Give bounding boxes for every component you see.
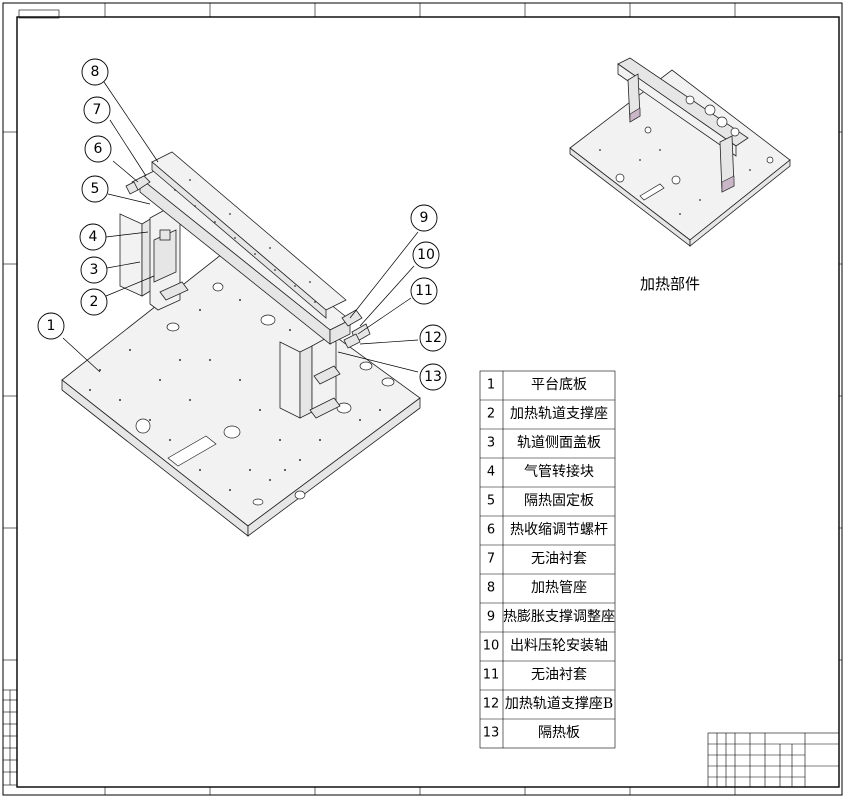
bom-row: 13 隔热板 <box>483 725 580 741</box>
bom-row: 11 无油衬套 <box>483 667 587 683</box>
balloon-13: 13 <box>419 363 447 391</box>
bom-row-name: 无油衬套 <box>531 551 587 567</box>
balloon-leaders <box>62 81 419 373</box>
bom-row-name: 轨道侧面盖板 <box>517 435 601 451</box>
bom-row-name: 热膨胀支撑调整座 <box>503 608 615 625</box>
bom-row: 9 热膨胀支撑调整座 <box>487 608 615 625</box>
heating-assembly-preview <box>569 57 791 247</box>
bom-row-number: 4 <box>487 465 495 480</box>
balloon-2-number: 2 <box>90 294 99 310</box>
plate-dot-pattern <box>89 299 381 491</box>
bom-row-number: 7 <box>487 552 495 567</box>
balloon-13-number: 13 <box>424 369 442 385</box>
balloon-5: 5 <box>81 175 109 203</box>
bom-row: 8 加热管座 <box>487 580 587 596</box>
bom-row: 12 加热轨道支撑座B <box>483 696 613 712</box>
bom-row-number: 9 <box>487 610 495 625</box>
bom-row: 10 出料压轮安装轴 <box>483 638 608 654</box>
bom-row: 7 无油衬套 <box>487 551 587 567</box>
balloon-7-number: 7 <box>93 102 102 118</box>
balloon-10: 10 <box>412 241 440 269</box>
bom-row-name: 加热轨道支撑座 <box>510 406 608 422</box>
bom-row-number: 6 <box>487 523 495 538</box>
bom-row-number: 10 <box>483 639 500 654</box>
bom-row-name: 气管转接块 <box>524 463 594 480</box>
bom-row: 3 轨道侧面盖板 <box>487 435 601 451</box>
balloon-8-number: 8 <box>91 64 100 80</box>
bom-row: 4 气管转接块 <box>487 463 594 480</box>
balloon-9-number: 9 <box>420 210 429 226</box>
bom-row-name: 平台底板 <box>531 377 587 393</box>
balloon-4-number: 4 <box>89 229 98 245</box>
balloon-1-number: 1 <box>47 318 56 334</box>
bom-row-number: 3 <box>487 436 495 451</box>
balloon-6: 6 <box>84 135 112 163</box>
bom-row: 1 平台底板 <box>487 377 587 393</box>
bom-row-name: 热收缩调节螺杆 <box>510 522 608 538</box>
bom-row-name: 隔热固定板 <box>524 493 594 509</box>
balloon-10-number: 10 <box>417 247 435 263</box>
balloon-9: 9 <box>410 204 438 232</box>
balloon-3: 3 <box>80 256 108 284</box>
balloon-12: 12 <box>419 324 447 352</box>
bom-row: 6 热收缩调节螺杆 <box>487 522 608 538</box>
balloon-12-number: 12 <box>424 330 442 346</box>
exploded-view <box>61 151 421 537</box>
bom-row-number: 13 <box>483 726 500 741</box>
bom-row-name: 无油衬套 <box>531 667 587 683</box>
bom-row-number: 11 <box>483 668 500 683</box>
bom-row-name: 加热轨道支撑座B <box>505 696 613 712</box>
title-block <box>707 732 840 788</box>
bom-row-number: 8 <box>487 581 495 596</box>
bom-row-number: 1 <box>487 378 495 393</box>
balloon-group: 1 2 3 4 5 6 7 8 9 10 11 12 13 <box>37 58 447 391</box>
balloon-4: 4 <box>79 223 107 251</box>
bom-table: 1 平台底板 2 加热轨道支撑座 3 轨道侧面盖板 4 气管转接块 5 隔热固定板 6 热收… <box>479 370 616 749</box>
balloon-7: 7 <box>83 96 111 124</box>
bom-row-name: 隔热板 <box>538 725 580 741</box>
bom-row-number: 5 <box>487 494 495 509</box>
bom-row-name: 加热管座 <box>531 580 587 596</box>
bom-row-number: 12 <box>483 697 500 712</box>
balloon-1: 1 <box>37 312 65 340</box>
preview-caption: 加热部件 <box>640 275 700 293</box>
balloon-8: 8 <box>81 58 109 86</box>
bom-row-number: 2 <box>487 407 495 422</box>
beam-dot-pattern <box>174 179 316 303</box>
balloon-11: 11 <box>410 277 438 305</box>
balloon-6-number: 6 <box>94 141 103 157</box>
balloon-3-number: 3 <box>90 262 99 278</box>
bom-row: 5 隔热固定板 <box>487 493 594 509</box>
bom-row: 2 加热轨道支撑座 <box>487 406 608 422</box>
balloon-5-number: 5 <box>91 181 100 197</box>
balloon-2: 2 <box>80 288 108 316</box>
bom-row-name: 出料压轮安装轴 <box>510 638 608 654</box>
balloon-11-number: 11 <box>415 283 433 299</box>
